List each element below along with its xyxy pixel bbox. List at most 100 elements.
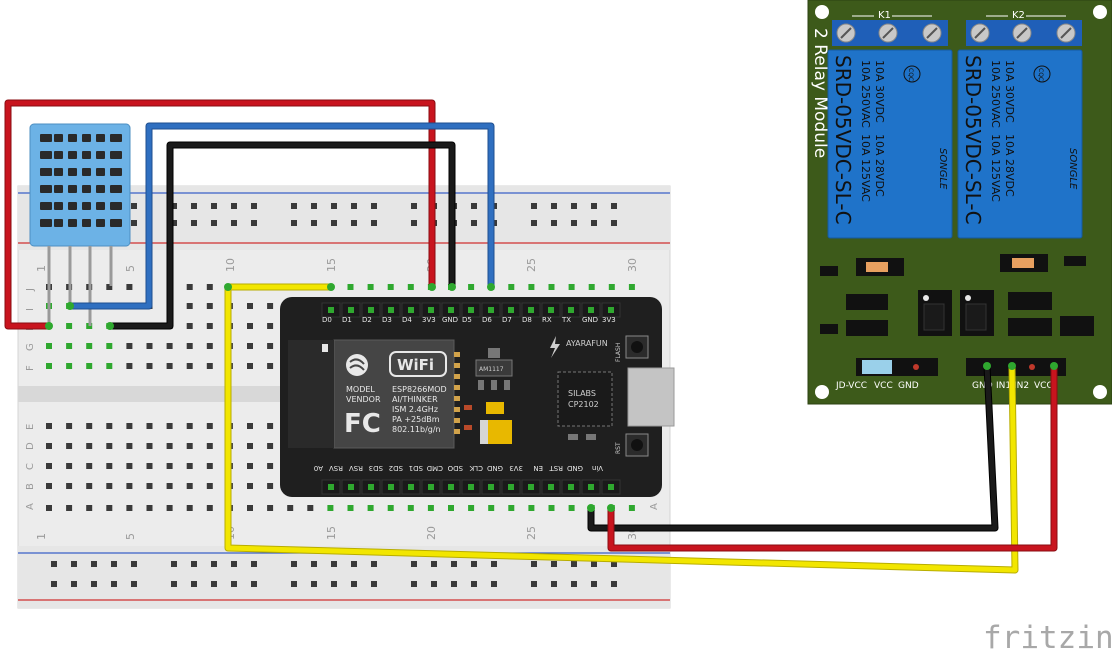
breadboard-hole[interactable] [206, 463, 213, 469]
rail-hole[interactable] [491, 561, 497, 567]
breadboard-hole[interactable] [628, 284, 635, 290]
breadboard-hole[interactable] [126, 483, 133, 489]
breadboard-hole[interactable] [267, 363, 274, 369]
rail-hole[interactable] [371, 561, 377, 567]
breadboard-hole[interactable] [146, 443, 153, 449]
breadboard-hole[interactable] [66, 443, 73, 449]
rail-hole[interactable] [591, 581, 597, 587]
breadboard-hole[interactable] [267, 443, 274, 449]
rail-hole[interactable] [111, 581, 117, 587]
rail-hole[interactable] [371, 220, 377, 226]
rail-hole[interactable] [291, 203, 297, 209]
nodemcu-bottom-pin[interactable] [448, 484, 454, 490]
rail-hole[interactable] [291, 581, 297, 587]
rail-hole[interactable] [251, 561, 257, 567]
breadboard-hole[interactable] [407, 505, 414, 511]
breadboard-hole[interactable] [247, 323, 253, 329]
rail-hole[interactable] [591, 561, 597, 567]
nodemcu-top-pin[interactable] [468, 307, 474, 313]
breadboard-hole[interactable] [267, 343, 274, 349]
rail-hole[interactable] [471, 561, 477, 567]
rail-hole[interactable] [411, 581, 417, 587]
breadboard-hole[interactable] [528, 284, 535, 290]
rail-hole[interactable] [431, 581, 437, 587]
rail-hole[interactable] [331, 561, 337, 567]
breadboard-hole[interactable] [287, 505, 294, 511]
breadboard-hole[interactable] [66, 463, 73, 469]
rail-hole[interactable] [571, 561, 577, 567]
nodemcu-bottom-pin[interactable] [568, 484, 574, 490]
rail-hole[interactable] [111, 561, 117, 567]
rail-hole[interactable] [371, 581, 377, 587]
nodemcu-bottom-pin[interactable] [528, 484, 534, 490]
breadboard-hole[interactable] [126, 423, 133, 429]
breadboard-hole[interactable] [508, 284, 515, 290]
rail-hole[interactable] [551, 203, 557, 209]
nodemcu-top-pin[interactable] [388, 307, 394, 313]
rail-hole[interactable] [211, 561, 217, 567]
breadboard-hole[interactable] [126, 463, 133, 469]
breadboard-hole[interactable] [186, 323, 193, 329]
rail-hole[interactable] [351, 561, 357, 567]
nodemcu-bottom-pin[interactable] [508, 484, 514, 490]
rail-hole[interactable] [531, 581, 537, 587]
breadboard-hole[interactable] [247, 343, 253, 349]
breadboard-hole[interactable] [186, 303, 193, 309]
breadboard-hole[interactable] [146, 505, 153, 511]
breadboard-hole[interactable] [267, 483, 274, 489]
rail-hole[interactable] [291, 561, 297, 567]
rail-hole[interactable] [311, 220, 317, 226]
breadboard-hole[interactable] [46, 463, 52, 469]
nodemcu-top-pin[interactable] [588, 307, 594, 313]
nodemcu-bottom-pin[interactable] [408, 484, 414, 490]
nodemcu-top-pin[interactable] [428, 307, 434, 313]
breadboard-hole[interactable] [247, 303, 253, 309]
nodemcu-top-pin[interactable] [568, 307, 574, 313]
jumper-cap[interactable] [862, 360, 892, 374]
breadboard-hole[interactable] [307, 505, 314, 511]
breadboard-hole[interactable] [146, 463, 153, 469]
nodemcu-bottom-pin[interactable] [428, 484, 434, 490]
nodemcu-top-pin[interactable] [328, 307, 334, 313]
breadboard-hole[interactable] [267, 505, 274, 511]
breadboard-hole[interactable] [186, 483, 193, 489]
rail-hole[interactable] [611, 561, 617, 567]
breadboard-hole[interactable] [568, 284, 575, 290]
rail-hole[interactable] [411, 220, 417, 226]
nodemcu-top-pin[interactable] [528, 307, 534, 313]
breadboard-hole[interactable] [106, 423, 113, 429]
breadboard-hole[interactable] [146, 483, 153, 489]
rail-hole[interactable] [251, 220, 257, 226]
nodemcu-top-pin[interactable] [368, 307, 374, 313]
breadboard-hole[interactable] [66, 423, 73, 429]
rail-hole[interactable] [471, 581, 477, 587]
breadboard-hole[interactable] [206, 323, 213, 329]
breadboard-hole[interactable] [126, 363, 133, 369]
breadboard-hole[interactable] [186, 443, 193, 449]
rail-hole[interactable] [411, 203, 417, 209]
breadboard-hole[interactable] [86, 463, 93, 469]
breadboard-hole[interactable] [186, 343, 193, 349]
rail-hole[interactable] [171, 220, 177, 226]
breadboard-hole[interactable] [206, 483, 213, 489]
breadboard-hole[interactable] [206, 284, 213, 290]
rail-hole[interactable] [591, 220, 597, 226]
breadboard-hole[interactable] [46, 423, 52, 429]
breadboard-hole[interactable] [186, 505, 193, 511]
rail-hole[interactable] [491, 581, 497, 587]
rail-hole[interactable] [51, 581, 57, 587]
breadboard-hole[interactable] [247, 423, 253, 429]
breadboard-hole[interactable] [367, 284, 374, 290]
rail-hole[interactable] [211, 581, 217, 587]
rail-hole[interactable] [551, 581, 557, 587]
rail-hole[interactable] [131, 220, 137, 226]
rail-hole[interactable] [191, 203, 197, 209]
rail-hole[interactable] [291, 220, 297, 226]
rail-hole[interactable] [531, 203, 537, 209]
breadboard-hole[interactable] [106, 363, 113, 369]
breadboard-hole[interactable] [86, 343, 93, 349]
breadboard-hole[interactable] [488, 505, 495, 511]
breadboard-hole[interactable] [327, 505, 334, 511]
rail-hole[interactable] [551, 561, 557, 567]
breadboard-hole[interactable] [86, 505, 93, 511]
